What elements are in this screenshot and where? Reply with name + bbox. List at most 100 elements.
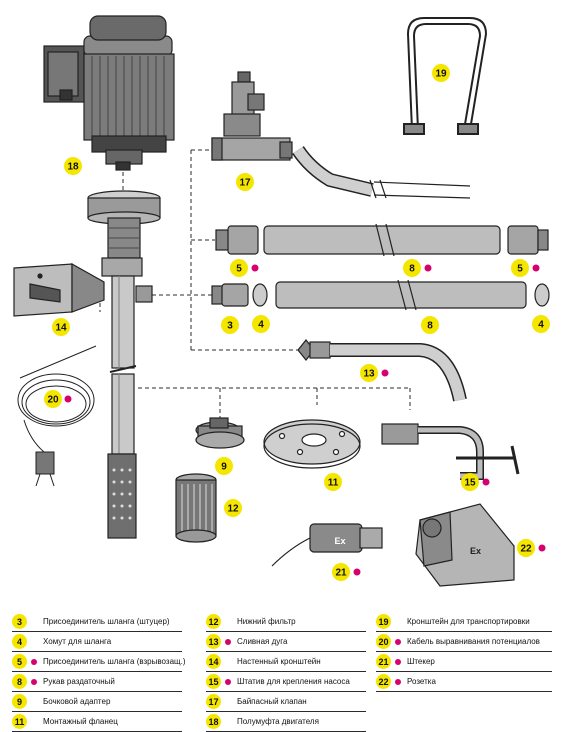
legend-column-2: 12 Нижний фильтр 13 Сливная дуга 14 Настенн… bbox=[206, 612, 366, 732]
ex-marker-dot bbox=[225, 678, 231, 685]
legend-text: Сливная дуга bbox=[237, 637, 288, 646]
callout-8-lower: 8 bbox=[421, 316, 439, 334]
ex-marker-dot bbox=[424, 264, 432, 272]
callout-12: 12 bbox=[224, 499, 242, 517]
legend-row: 15 Штатив для крепления насоса bbox=[206, 672, 366, 692]
callout-13: 13 bbox=[360, 364, 389, 382]
clamp-stand bbox=[381, 423, 520, 480]
legend-text: Нижний фильтр bbox=[237, 617, 296, 626]
legend-text: Присоединитель шланга (взрывозащ.) bbox=[43, 657, 186, 666]
callout-label: 13 bbox=[363, 369, 375, 380]
legend-number: 22 bbox=[376, 674, 391, 689]
callout-label: 15 bbox=[464, 478, 476, 489]
ex-marker-dot bbox=[353, 568, 361, 576]
callout-11: 11 bbox=[324, 473, 342, 491]
plug: Ex bbox=[271, 523, 383, 567]
legend-number: 18 bbox=[206, 714, 221, 729]
callout-label: 5 bbox=[517, 264, 523, 275]
callout-4-left: 4 bbox=[252, 315, 270, 333]
callout-label: 14 bbox=[55, 323, 67, 334]
legend-row: 12 Нижний фильтр bbox=[206, 612, 366, 632]
legend-text: Присоединитель шланга (штуцер) bbox=[43, 617, 170, 626]
callout-18: 18 bbox=[64, 157, 82, 175]
ex-marker-dot bbox=[251, 264, 259, 272]
legend-row: 13 Сливная дуга bbox=[206, 632, 366, 652]
callout-9: 9 bbox=[215, 457, 233, 475]
legend-text: Розетка bbox=[407, 677, 436, 686]
ex-marker-dot bbox=[31, 678, 37, 685]
legend-number: 3 bbox=[12, 614, 27, 629]
wall-bracket bbox=[13, 262, 105, 317]
legend-text: Настенный кронштейн bbox=[237, 657, 321, 666]
discharge-spout bbox=[297, 339, 467, 402]
ex-marker-dot bbox=[225, 638, 231, 645]
transport-bracket bbox=[403, 17, 488, 135]
legend-text: Рукав раздаточный bbox=[43, 677, 115, 686]
legend-text: Кабель выравнивания потенциалов bbox=[407, 637, 540, 646]
legend-text: Полумуфта двигателя bbox=[237, 717, 319, 726]
discharge-hose-ex bbox=[215, 223, 549, 257]
grounding-cable bbox=[17, 345, 97, 487]
ex-mark: Ex bbox=[470, 546, 481, 556]
legend-row: 14 Настенный кронштейн bbox=[206, 652, 366, 672]
legend-row: 17 Байпасный клапан bbox=[206, 692, 366, 712]
callout-label: 4 bbox=[258, 320, 264, 331]
callout-label: 5 bbox=[236, 264, 242, 275]
legend-number: 12 bbox=[206, 614, 221, 629]
legend-number: 13 bbox=[206, 634, 221, 649]
legend-row: 8 Рукав раздаточный bbox=[12, 672, 182, 692]
callout-14: 14 bbox=[52, 318, 70, 336]
legend-text: Хомут для шланга bbox=[43, 637, 112, 646]
legend-text: Штекер bbox=[407, 657, 435, 666]
legend-text: Штатив для крепления насоса bbox=[237, 677, 350, 686]
legend-text: Монтажный фланец bbox=[43, 717, 118, 726]
legend-number: 5 bbox=[12, 654, 27, 669]
ex-marker-dot bbox=[395, 658, 401, 665]
callout-label: 21 bbox=[335, 568, 347, 579]
legend-row: 3 Присоединитель шланга (штуцер) bbox=[12, 612, 182, 632]
parts-diagram: Ex Ex 18 19 17 5 8 5 14 3 bbox=[13, 15, 550, 587]
callout-3: 3 bbox=[221, 316, 239, 334]
legend-number: 11 bbox=[12, 714, 27, 729]
pump-motor bbox=[43, 15, 175, 171]
legend-text: Кронштейн для транспортировки bbox=[407, 617, 530, 626]
discharge-hose bbox=[211, 279, 550, 311]
ex-marker-dot bbox=[395, 638, 401, 645]
callout-label: 17 bbox=[239, 178, 251, 189]
legend-number: 20 bbox=[376, 634, 391, 649]
callout-label: 20 bbox=[47, 395, 59, 406]
foot-filter bbox=[175, 473, 217, 543]
legend-text: Байпасный клапан bbox=[237, 697, 307, 706]
pump-tube bbox=[87, 190, 161, 539]
bypass-valve bbox=[211, 71, 471, 199]
callout-label: 18 bbox=[67, 162, 79, 173]
legend-number: 15 bbox=[206, 674, 221, 689]
legend-row: 20 Кабель выравнивания потенциалов bbox=[376, 632, 552, 652]
callout-label: 4 bbox=[538, 320, 544, 331]
legend-text: Бочковой адаптер bbox=[43, 697, 111, 706]
ex-marker-dot bbox=[482, 478, 490, 486]
ex-mark: Ex bbox=[334, 536, 345, 546]
callout-8-top: 8 bbox=[403, 259, 432, 277]
legend-number: 17 bbox=[206, 694, 221, 709]
callout-21: 21 bbox=[332, 563, 361, 581]
legend-row: 18 Полумуфта двигателя bbox=[206, 712, 366, 732]
callout-5-left: 5 bbox=[230, 259, 259, 277]
callout-5-right: 5 bbox=[511, 259, 540, 277]
legend-number: 8 bbox=[12, 674, 27, 689]
legend-row: 5 Присоединитель шланга (взрывозащ.) bbox=[12, 652, 186, 672]
callout-label: 8 bbox=[427, 321, 433, 332]
callout-15: 15 bbox=[461, 473, 490, 491]
callout-label: 22 bbox=[520, 544, 532, 555]
drum-adapter bbox=[195, 417, 245, 449]
legend-number: 14 bbox=[206, 654, 221, 669]
callout-label: 8 bbox=[409, 264, 415, 275]
ex-marker-dot bbox=[538, 544, 546, 552]
